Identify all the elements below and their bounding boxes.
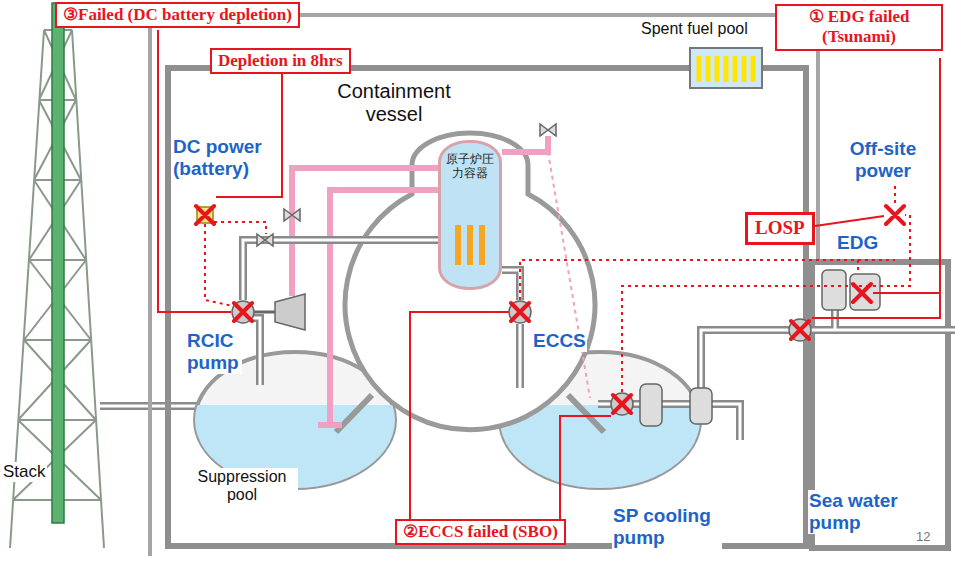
component-label: Off-site power: [840, 138, 926, 182]
water-pipes: [243, 240, 955, 440]
relief-line: [548, 152, 590, 398]
fuel-rod: [455, 225, 461, 265]
leader-lines: [158, 30, 940, 519]
pump-shaft: [253, 311, 275, 314]
failure-callout: ②ECCS failed (SBO): [395, 519, 566, 545]
reactor-building-outer: [150, 15, 818, 556]
component-label: RCIC pump: [186, 330, 242, 374]
failure-marks: [196, 206, 904, 413]
callout-text: ① EDG failed (Tsunami): [783, 7, 935, 48]
rcic-turbine: [275, 294, 305, 330]
stack-chimney: [52, 3, 64, 523]
pressure-vessel: 原子炉圧力容器: [438, 140, 502, 290]
failure-callout: ③Failed (DC battery depletion): [55, 2, 300, 28]
callout-text: Depletion in 8hrs: [218, 51, 343, 71]
heat-exchanger: [640, 384, 662, 426]
component-label: DC power (battery): [172, 136, 272, 180]
spent-fuel-assemblies: [699, 56, 753, 82]
vessel-text: 原子炉圧力容器: [444, 153, 496, 181]
fuel-rod: [479, 225, 485, 265]
spent-fuel-pool: [690, 48, 762, 88]
reactor-building-inner: [168, 68, 806, 546]
component-label: SP cooling pump: [612, 505, 722, 549]
heat-exchanger: [690, 388, 712, 424]
callout-text: ②ECCS failed (SBO): [403, 522, 558, 542]
fuel-rod: [467, 225, 473, 265]
callout-text: LOSP: [755, 217, 805, 240]
component-label: Sea water pump: [808, 490, 918, 534]
containment-vessel: [345, 133, 595, 430]
losp-callout: LOSP: [745, 212, 815, 245]
component-label: EDG: [836, 232, 879, 254]
edg-engine: [822, 270, 846, 310]
steam-lines: [292, 136, 548, 425]
part-label: Containment vessel: [328, 80, 460, 126]
failure-callout: ① EDG failed (Tsunami): [775, 4, 943, 51]
valves: [257, 124, 556, 246]
part-label: Stack: [2, 462, 47, 482]
power-cables: [205, 186, 910, 392]
page-number: 12: [915, 530, 931, 545]
part-label: Suppression pool: [186, 468, 298, 505]
callout-text: ③Failed (DC battery depletion): [63, 5, 292, 25]
fuel-rods: [455, 225, 485, 265]
failure-callout: Depletion in 8hrs: [210, 48, 351, 74]
component-label: ECCS: [532, 330, 587, 352]
part-label: Spent fuel pool: [640, 20, 749, 38]
water-pipes-inner: [243, 240, 955, 440]
suppression-water-right: [500, 405, 700, 488]
